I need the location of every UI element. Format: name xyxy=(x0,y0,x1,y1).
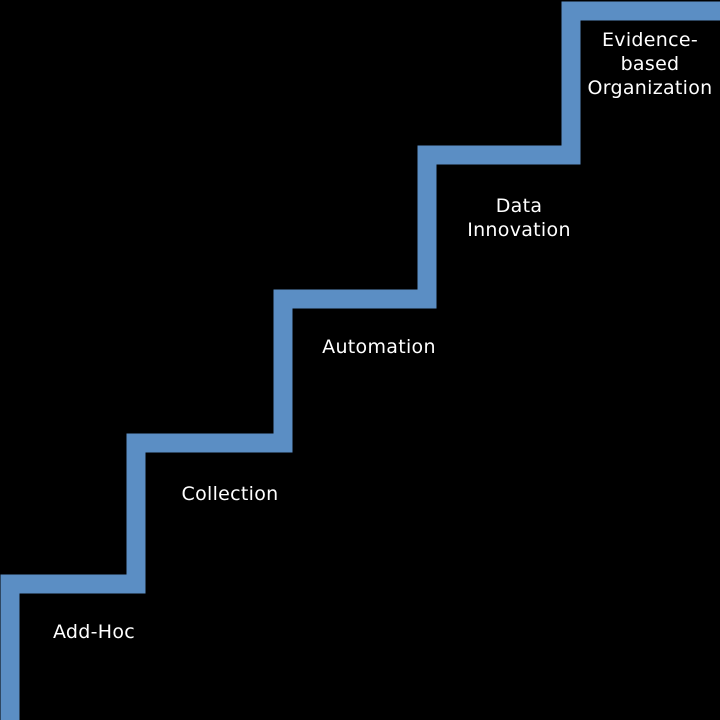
step-label-automation: Automation xyxy=(322,336,436,358)
step-label-collection: Collection xyxy=(181,483,279,505)
step-label-data-innovation: Data Innovation xyxy=(467,195,571,241)
step-label-add-hoc: Add-Hoc xyxy=(52,621,136,643)
step-label-evidence-based-organization: Evidence- based Organization xyxy=(587,29,713,99)
